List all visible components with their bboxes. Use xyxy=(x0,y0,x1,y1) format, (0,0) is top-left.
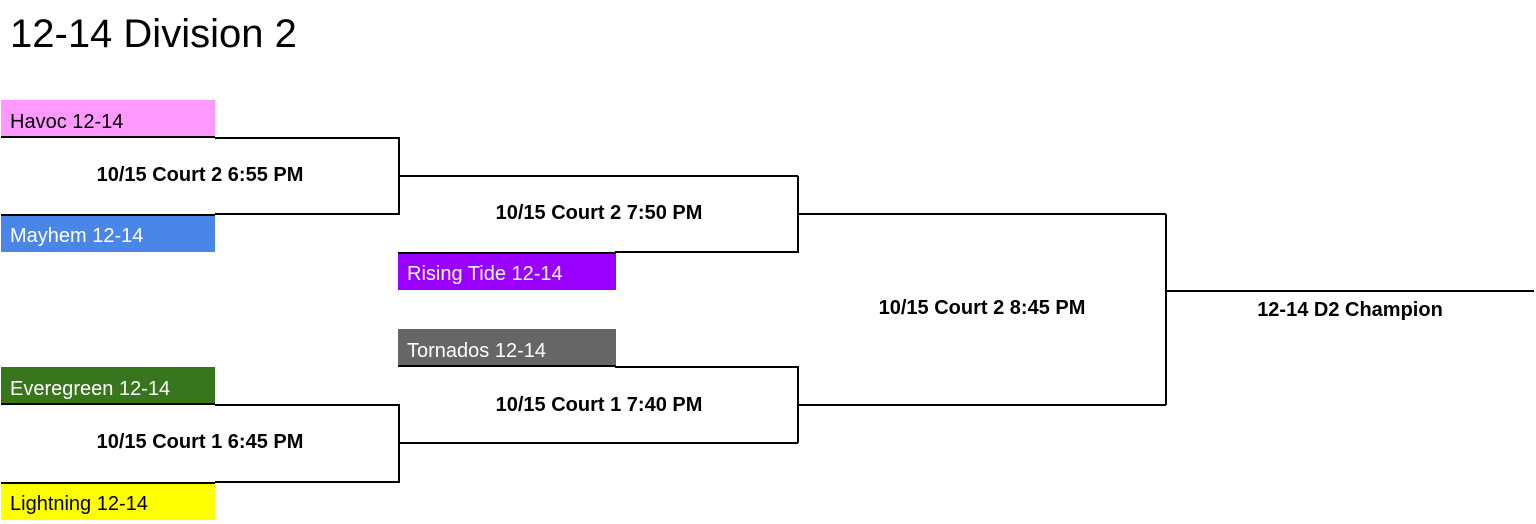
game-label-r2-bottom: 10/15 Court 1 7:40 PM xyxy=(495,394,703,416)
team-slot-lightning: Lightning 12-14 xyxy=(1,482,215,520)
game-label-r1-bottom: 10/15 Court 1 6:45 PM xyxy=(96,431,304,453)
team-slot-mayhem: Mayhem 12-14 xyxy=(1,214,215,252)
team-slot-everegreen: Everegreen 12-14 xyxy=(1,367,215,405)
team-name-rising-tide: Rising Tide 12-14 xyxy=(407,263,563,285)
game-label-r1-top: 10/15 Court 2 6:55 PM xyxy=(96,164,304,186)
team-slot-tornados: Tornados 12-14 xyxy=(398,329,616,367)
team-name-mayhem: Mayhem 12-14 xyxy=(10,225,144,247)
team-name-lightning: Lightning 12-14 xyxy=(10,493,148,515)
team-name-everegreen: Everegreen 12-14 xyxy=(10,378,171,400)
bracket-line-r2-top xyxy=(615,176,799,253)
game-label-r2-top: 10/15 Court 2 7:50 PM xyxy=(495,202,703,224)
team-slot-havoc: Havoc 12-14 xyxy=(1,100,215,138)
page-title: 12-14 Division 2 xyxy=(10,12,297,56)
bracket-line-r2-bottom xyxy=(615,366,799,443)
team-slot-rising-tide: Rising Tide 12-14 xyxy=(398,252,616,290)
game-label-final: 10/15 Court 2 8:45 PM xyxy=(878,297,1086,319)
team-name-havoc: Havoc 12-14 xyxy=(10,111,124,133)
team-name-tornados: Tornados 12-14 xyxy=(407,340,546,362)
champion-label: 12-14 D2 Champion xyxy=(1257,299,1443,321)
